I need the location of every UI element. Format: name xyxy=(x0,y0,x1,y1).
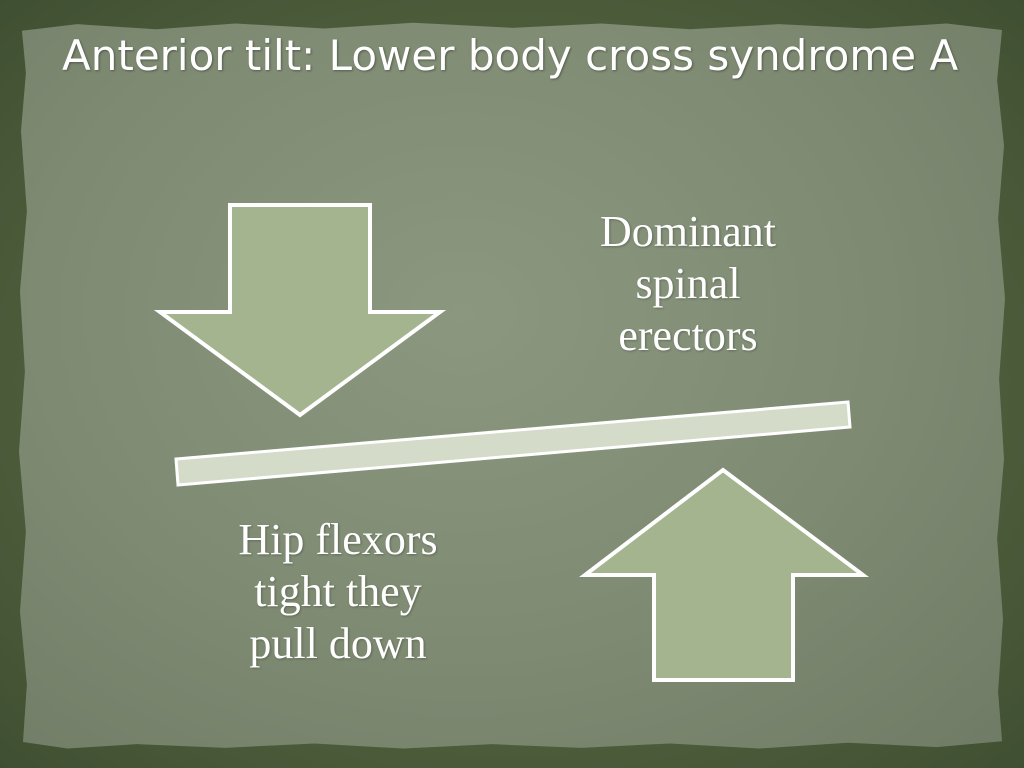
label-line: Hip flexors xyxy=(238,515,438,564)
label-line: tight they xyxy=(254,567,422,616)
seesaw-bar xyxy=(174,400,852,487)
label-line: Dominant xyxy=(600,207,776,256)
hip-flexors-label: Hip flexors tight they pull down xyxy=(198,514,478,670)
dominant-spinal-erectors-label: Dominant spinal erectors xyxy=(548,206,828,362)
up-arrow xyxy=(579,467,869,682)
label-line: spinal xyxy=(635,259,741,308)
slide-title: Anterior tilt: Lower body cross syndrome… xyxy=(62,31,959,80)
down-arrow xyxy=(153,203,447,418)
paper-panel xyxy=(18,22,1006,749)
label-line: pull down xyxy=(249,619,427,668)
label-line: erectors xyxy=(618,311,758,360)
